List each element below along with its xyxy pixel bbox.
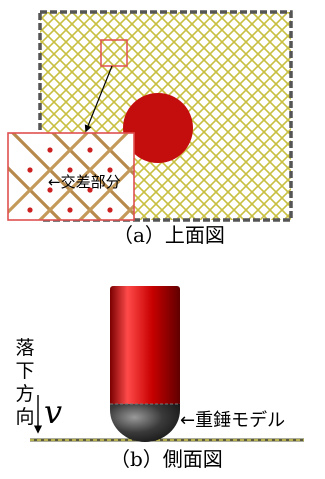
label-weight-model: ←重錘モデル <box>180 410 286 431</box>
crossing-point <box>47 187 53 193</box>
crossing-point <box>107 207 113 213</box>
crossing-point <box>87 147 93 153</box>
crossing-point <box>87 187 93 193</box>
crossing-point <box>27 167 33 173</box>
caption-top-view: （a）上面図 <box>113 223 225 247</box>
net-frame <box>38 10 293 222</box>
zoom-selector-box <box>100 39 128 67</box>
label-drop-direction: 落下方向 <box>15 337 35 428</box>
label-velocity: v <box>44 393 63 431</box>
crossing-point <box>47 147 53 153</box>
zoom-leader-line <box>84 65 113 133</box>
crossing-point <box>27 207 33 213</box>
crossing-point <box>67 167 73 173</box>
crossing-zoom-inset <box>7 132 135 221</box>
weight-footprint-circle <box>123 93 193 163</box>
weight-body <box>110 286 180 406</box>
crossing-point <box>67 207 73 213</box>
weight-side-view <box>30 286 304 442</box>
label-crossing-part: ←交差部分 <box>48 173 121 191</box>
caption-side-view: （b）側面図 <box>110 447 223 471</box>
weight-tip <box>110 404 180 442</box>
crossing-point <box>107 167 113 173</box>
